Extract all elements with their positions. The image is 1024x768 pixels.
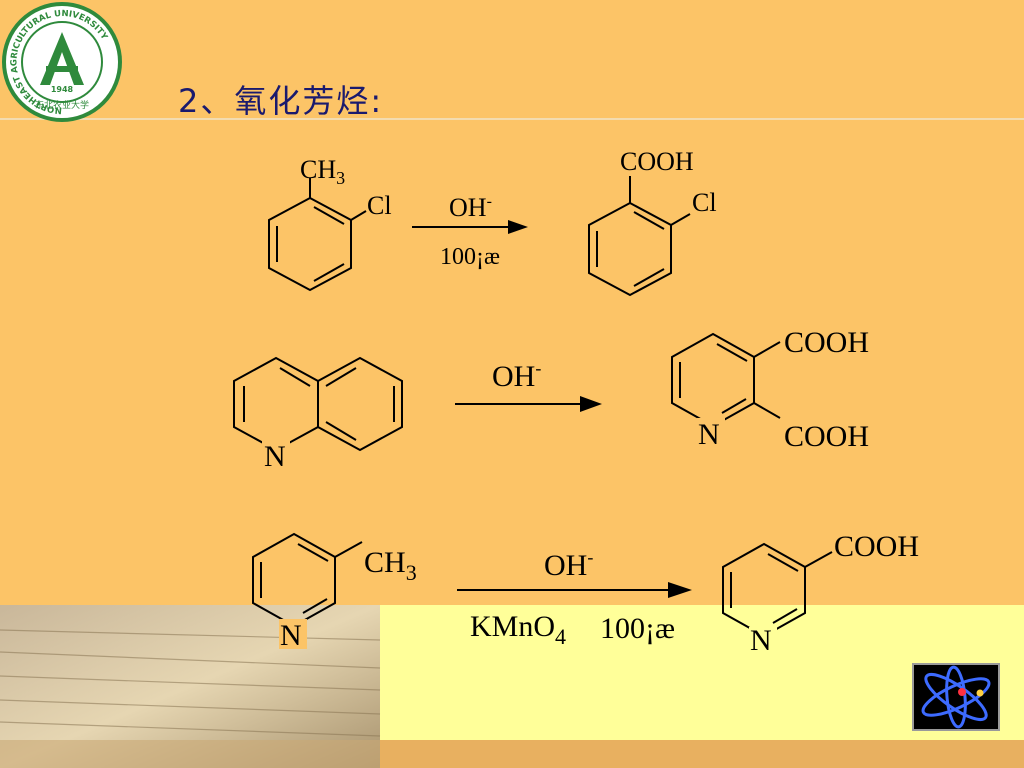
logo-year: 1948 bbox=[51, 85, 74, 94]
reaction-2-product-cooh-1: COOH bbox=[784, 326, 869, 359]
reaction-2-reactant bbox=[233, 356, 403, 452]
reaction-3-product-cooh: COOH bbox=[834, 530, 919, 563]
university-logo: NORTHEAST AGRICULTURAL UNIVERSITY 1948 东… bbox=[2, 2, 122, 122]
reaction-3-reactant-n: N bbox=[280, 619, 302, 652]
reaction-1-reactant-ch3: CH3 bbox=[300, 155, 345, 188]
reaction-3-product-n: N bbox=[750, 624, 772, 657]
reaction-1-product bbox=[588, 176, 691, 297]
reaction-3-conditions-top: OH- bbox=[544, 547, 593, 582]
reaction-3 bbox=[252, 532, 833, 638]
reaction-3-reactant-ch3: CH3 bbox=[364, 546, 417, 585]
reaction-1-conditions-bottom: 100¡æ bbox=[440, 244, 500, 270]
reaction-2-product-cooh-2: COOH bbox=[784, 420, 869, 453]
reaction-2-product bbox=[671, 332, 781, 428]
reaction-1-conditions-top: OH- bbox=[449, 193, 492, 222]
reaction-2-conditions-top: OH- bbox=[492, 358, 541, 393]
reaction-3-conditions-temp: 100¡æ bbox=[600, 612, 675, 645]
reaction-1-product-cl: Cl bbox=[692, 188, 717, 217]
reaction-1-reactant-cl: Cl bbox=[367, 191, 392, 220]
reaction-2-reactant-n: N bbox=[264, 440, 286, 473]
reaction-3-conditions-reagent: KMnO4 bbox=[470, 610, 566, 649]
logo-chinese-name: 东北农业大学 bbox=[35, 99, 89, 111]
reaction-2-product-n: N bbox=[698, 418, 720, 451]
reaction-1-reactant bbox=[268, 178, 367, 292]
footer-decoration bbox=[0, 605, 1024, 768]
reaction-1-product-cooh: COOH bbox=[620, 147, 694, 176]
atom-icon bbox=[912, 663, 1000, 731]
page-title: 2、氧化芳烃: bbox=[178, 82, 384, 120]
reaction-1 bbox=[268, 176, 691, 297]
